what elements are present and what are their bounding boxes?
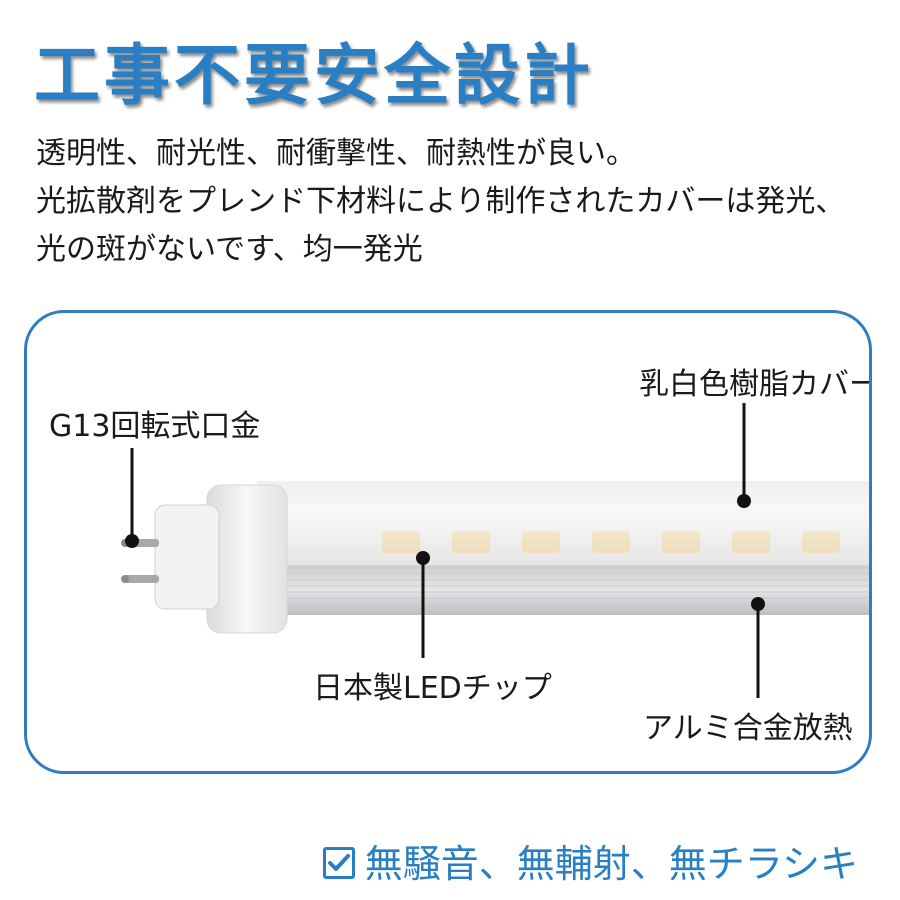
callout-cover-label: 乳白色樹脂カバー — [639, 367, 872, 402]
description: 透明性、耐光性、耐衝撃性、耐熱性が良い。 光拡散剤をプレンド下材料により制作され… — [36, 130, 876, 274]
feature-footer: 無騒音、無輔射、無チラシキ — [322, 833, 858, 888]
description-line: 光の斑がないです、均一発光 — [36, 232, 423, 267]
description-line: 透明性、耐光性、耐衝撃性、耐熱性が良い。 — [36, 136, 636, 171]
g13-end-cap — [121, 484, 288, 634]
led-tube-illustration — [121, 403, 869, 698]
product-diagram-panel: 乳白色樹脂カバー G13回転式口金 日本製LEDチップ アルミ合金放熱 — [24, 310, 872, 774]
callout-lines — [125, 403, 765, 698]
description-line: 光拡散剤をプレンド下材料により制作されたカバーは発光、 — [36, 184, 846, 219]
callout-base-label: G13回転式口金 — [49, 409, 261, 444]
aluminum-heatsink — [257, 565, 869, 615]
checkbox-checked-icon — [322, 846, 355, 879]
callout-heatsink-label: アルミ合金放熱 — [643, 711, 853, 746]
tube-cover — [257, 481, 869, 565]
led-chip-row — [382, 531, 840, 553]
page-title: 工事不要安全設計 — [34, 37, 594, 114]
callout-chip-label: 日本製LEDチップ — [313, 671, 552, 706]
footer-text: 無騒音、無輔射、無チラシキ — [364, 842, 858, 886]
